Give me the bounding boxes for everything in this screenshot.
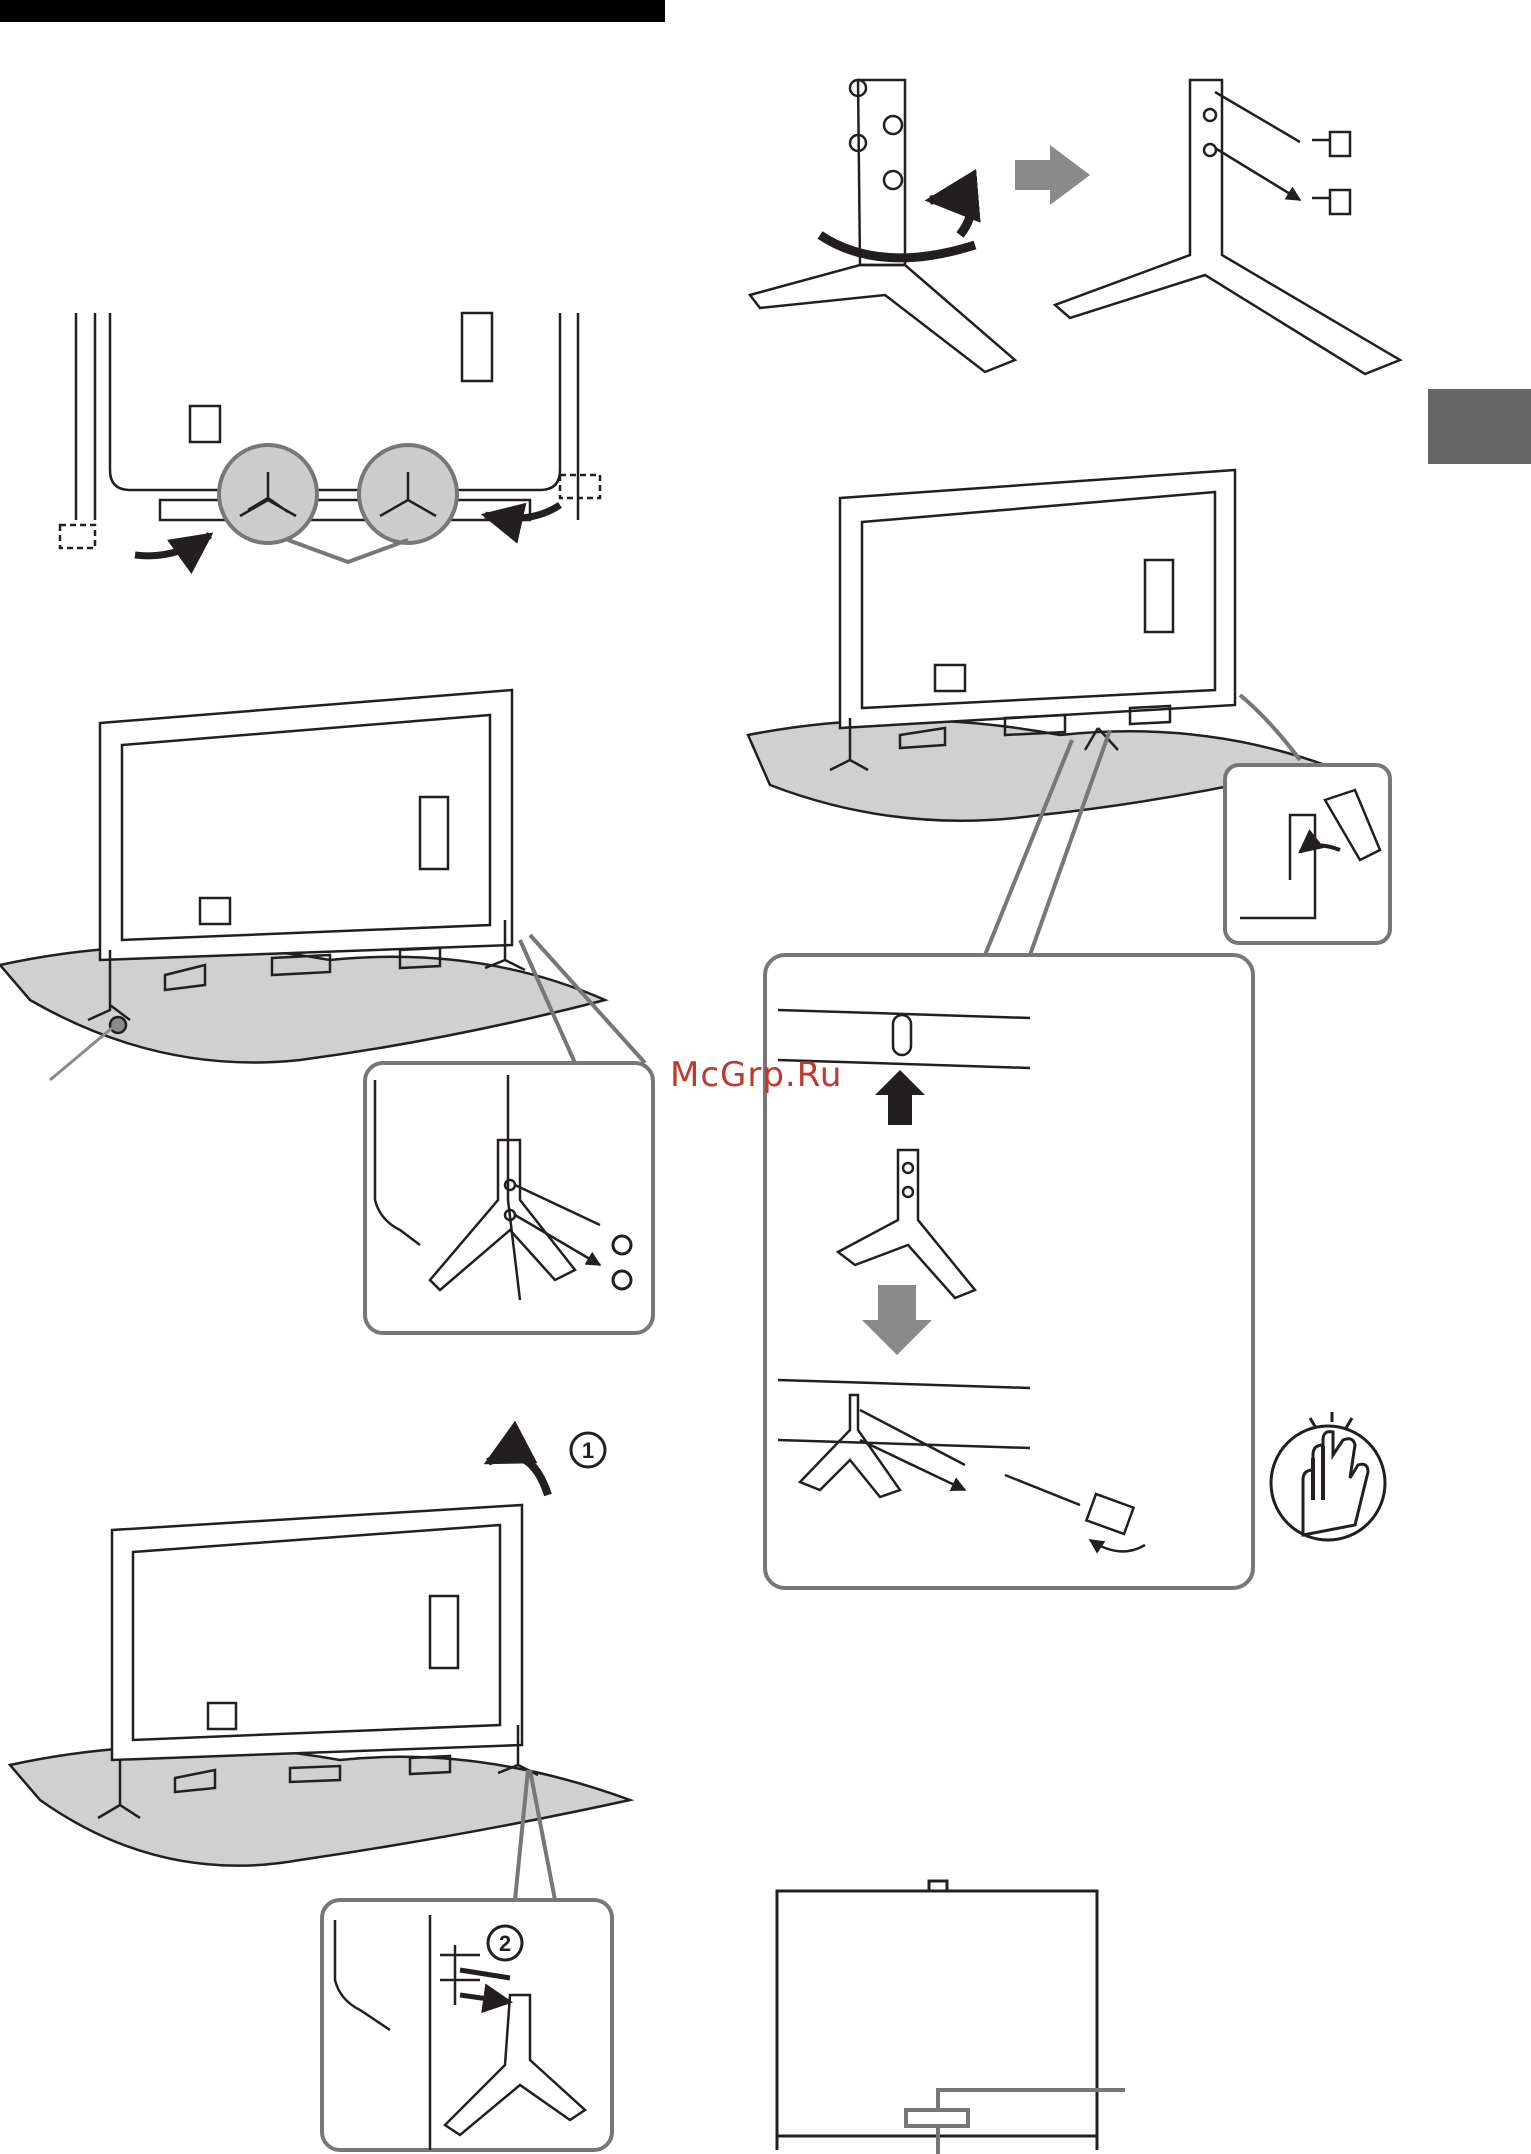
two-hand-caution-icon	[1271, 1412, 1385, 1540]
figure-tv-raise-clamp	[10, 1456, 630, 2150]
step-2-marker: 2	[488, 1926, 522, 1960]
section-tab	[1428, 389, 1531, 464]
figure-tv-upright-screws	[0, 690, 653, 1333]
watermark: McGrp.Ru	[670, 1055, 842, 1095]
step-1-label: 1	[582, 1438, 594, 1463]
step-1-marker: 1	[571, 1433, 605, 1467]
header-bar	[0, 0, 665, 22]
figure-tv-facedown	[60, 313, 600, 562]
step-2-label: 2	[499, 1931, 511, 1956]
figure-tv-clamp-detail	[748, 470, 1390, 1588]
figure-stand-rotate	[750, 80, 1400, 374]
figure-tv-front	[777, 1881, 1125, 2154]
